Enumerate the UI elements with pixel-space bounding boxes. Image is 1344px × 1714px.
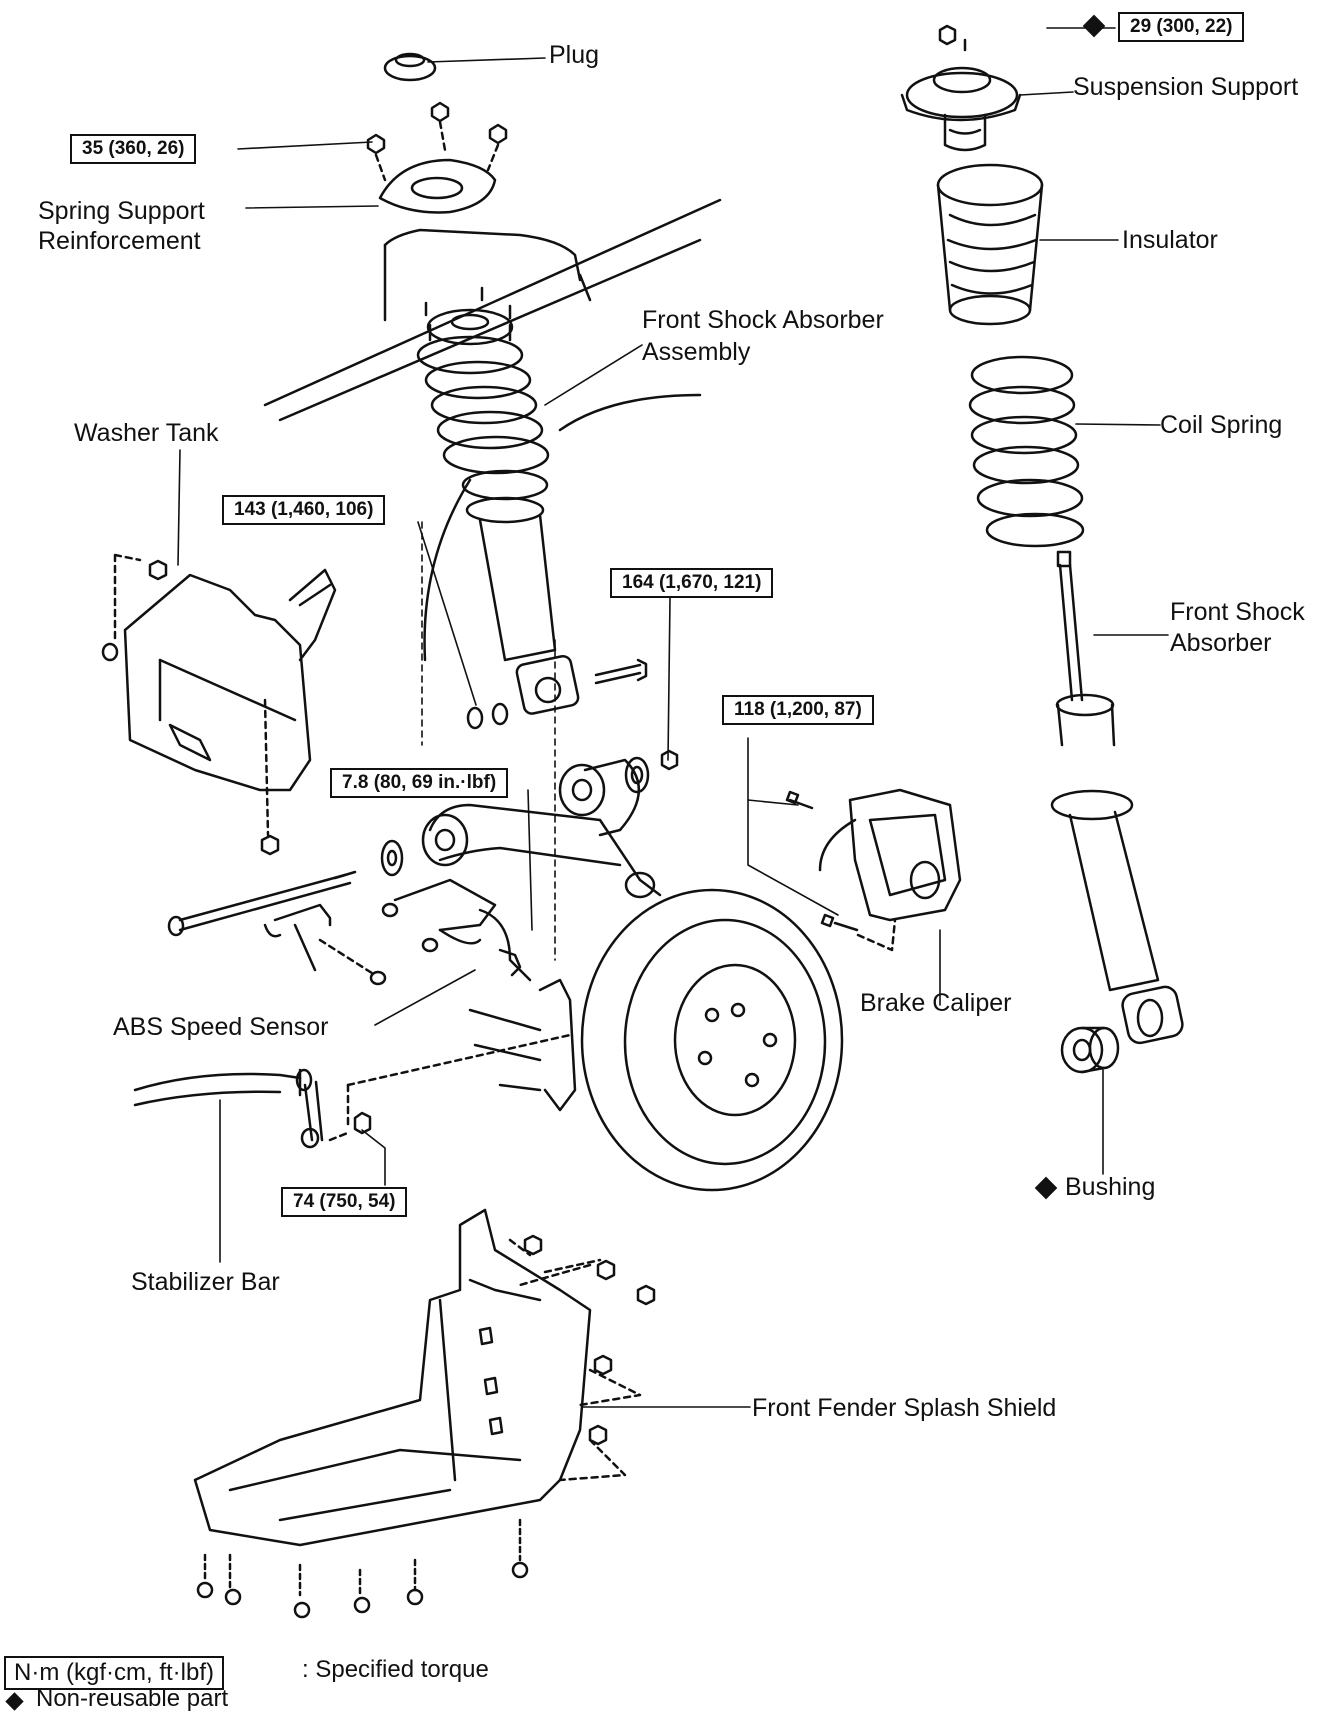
- brake-caliper-part: [785, 788, 962, 952]
- front-shock-absorber-assembly-label-line1: Front Shock Absorber: [642, 306, 884, 334]
- brake-caliper-label: Brake Caliper: [860, 989, 1012, 1017]
- abs-sensor-hardware: [263, 878, 532, 986]
- disc-rotor: [580, 888, 844, 1192]
- suspension-support-part: [900, 24, 1022, 152]
- spring-support-reinforcement-label-line1: Spring Support: [38, 197, 205, 225]
- washer-tank-part: [101, 553, 337, 856]
- bushing-part: [1060, 1026, 1120, 1074]
- coil-spring-part: [968, 355, 1085, 548]
- splash-shield-part: [193, 1208, 656, 1619]
- washer-tank-label: Washer Tank: [74, 419, 219, 447]
- front-shock-absorber-part: [1050, 550, 1184, 1045]
- abs-speed-sensor-label: ABS Speed Sensor: [113, 1013, 329, 1041]
- torque-reinforcement-nut: 35 (360, 26): [70, 134, 197, 164]
- front-shock-absorber-label-line1: Front Shock: [1170, 598, 1305, 626]
- long-bolt: [167, 870, 357, 937]
- front-shock-absorber-assembly-label-line2: Assembly: [642, 338, 751, 366]
- torque-stabilizer-link-nut: 74 (750, 54): [281, 1187, 408, 1217]
- spring-support-reinforcement-label-line2: Reinforcement: [38, 227, 201, 255]
- front-fender-splash-shield-label: Front Fender Splash Shield: [752, 1394, 1057, 1422]
- torque-arm-bolt: 164 (1,670, 121): [610, 568, 774, 598]
- reinforcement-nuts: [366, 101, 508, 182]
- coil-spring-label: Coil Spring: [1160, 411, 1283, 439]
- torque-sensor-bolt: 7.8 (80, 69 in.·lbf): [330, 768, 509, 798]
- torque-caliper-bolt: 118 (1,200, 87): [722, 695, 874, 725]
- stabilizer-bar-part: [133, 1033, 572, 1149]
- bushing-label: Bushing: [1065, 1173, 1156, 1201]
- legend-torque-unit: N·m (kgf·cm, ft·lbf): [4, 1656, 224, 1690]
- strut-mount: [424, 286, 514, 346]
- torque-suspension-support-nut: 29 (300, 22): [1118, 12, 1245, 42]
- insulator-part: [936, 163, 1044, 326]
- spring-support-reinforcement-part: [378, 158, 497, 214]
- strut-assembly-coils: [416, 335, 580, 715]
- control-arm: [380, 758, 662, 899]
- plug-part: [383, 52, 437, 82]
- stabilizer-bar-label: Stabilizer Bar: [131, 1268, 280, 1296]
- steering-knuckle: [468, 978, 577, 1112]
- torque-lower-shock-nut: 143 (1,460, 106): [222, 495, 386, 525]
- body-panel-outline: [263, 198, 722, 662]
- plug-label: Plug: [549, 41, 600, 69]
- legend-torque-description: : Specified torque: [302, 1656, 489, 1683]
- insulator-label: Insulator: [1122, 226, 1218, 254]
- suspension-support-label: Suspension Support: [1073, 73, 1299, 101]
- legend-nonreusable-description: Non-reusable part: [36, 1685, 229, 1712]
- leader-lines: [177, 27, 1169, 1408]
- front-shock-absorber-label-line2: Absorber: [1170, 629, 1272, 657]
- lower-shock-hardware: [466, 658, 679, 794]
